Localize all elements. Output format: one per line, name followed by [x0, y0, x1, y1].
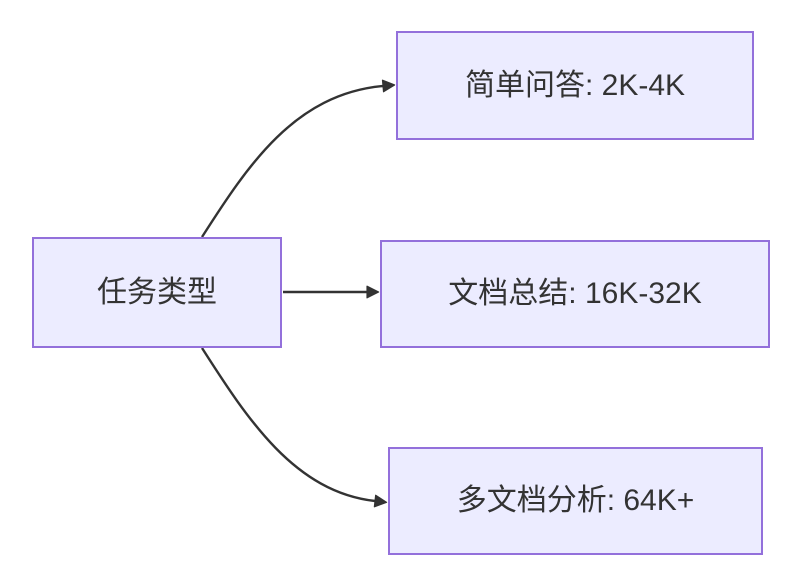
node-simple-qa-label: 简单问答: 2K-4K — [464, 68, 686, 102]
edge-root-to-multi-doc — [200, 347, 388, 508]
node-multi-doc-analysis: 多文档分析: 64K+ — [388, 447, 763, 555]
node-multi-doc-analysis-label: 多文档分析: 64K+ — [456, 484, 695, 517]
node-doc-summary-label: 文档总结: 16K-32K — [448, 277, 702, 310]
node-doc-summary: 文档总结: 16K-32K — [380, 240, 770, 348]
node-task-type: 任务类型 — [32, 237, 282, 348]
edge-root-to-simple-qa — [200, 79, 396, 238]
node-task-type-label: 任务类型 — [97, 275, 217, 309]
node-simple-qa: 简单问答: 2K-4K — [396, 31, 754, 140]
